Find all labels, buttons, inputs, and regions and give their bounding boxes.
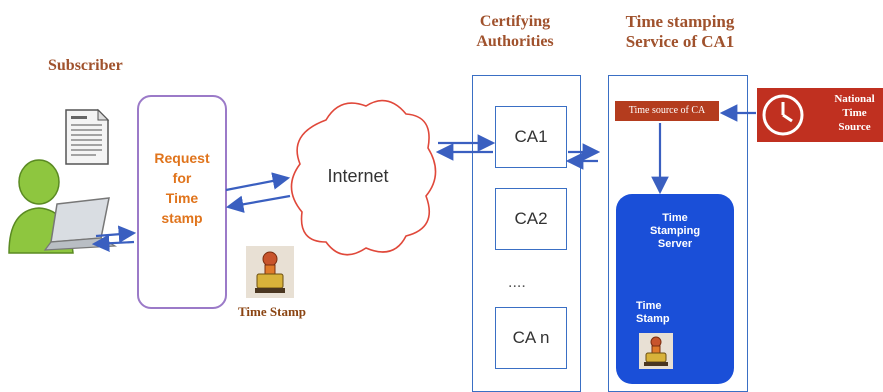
ca-box-n: CA n xyxy=(495,307,567,369)
clock-icon xyxy=(760,92,806,143)
user-laptop-icon xyxy=(5,158,120,263)
arrow-laptop-to-request xyxy=(95,225,137,243)
ca-ellipsis: .... xyxy=(508,274,526,291)
certifying-authorities-heading: Certifying Authorities xyxy=(476,13,554,50)
request-label: Request for Time stamp xyxy=(154,150,210,226)
internet-label: Internet xyxy=(327,166,389,186)
server-stamp-icon xyxy=(639,333,673,374)
national-time-source-label: National Time Source xyxy=(834,93,875,133)
time-stamping-server xyxy=(616,194,734,384)
cloud-icon xyxy=(288,92,440,269)
ca-box-2: CA2 xyxy=(495,188,567,250)
stamp-icon xyxy=(246,246,294,303)
arrow-request-to-laptop xyxy=(91,234,135,253)
arrow-request-to-internet xyxy=(225,172,291,192)
time-source-box: Time source of CA xyxy=(615,101,719,121)
time-stamp-caption: Time Stamp xyxy=(238,304,307,319)
server-stamp-label: Time Stamp xyxy=(636,300,670,325)
server-title: Time Stamping Server xyxy=(649,212,701,250)
request-box xyxy=(137,95,227,309)
ca-box-1: CA1 xyxy=(495,106,567,168)
time-stamping-service-heading: Time stamping Service of CA1 xyxy=(625,12,735,51)
subscriber-heading: Subscriber xyxy=(48,57,123,74)
arrow-internet-to-request xyxy=(225,194,291,213)
document-icon xyxy=(62,108,112,171)
